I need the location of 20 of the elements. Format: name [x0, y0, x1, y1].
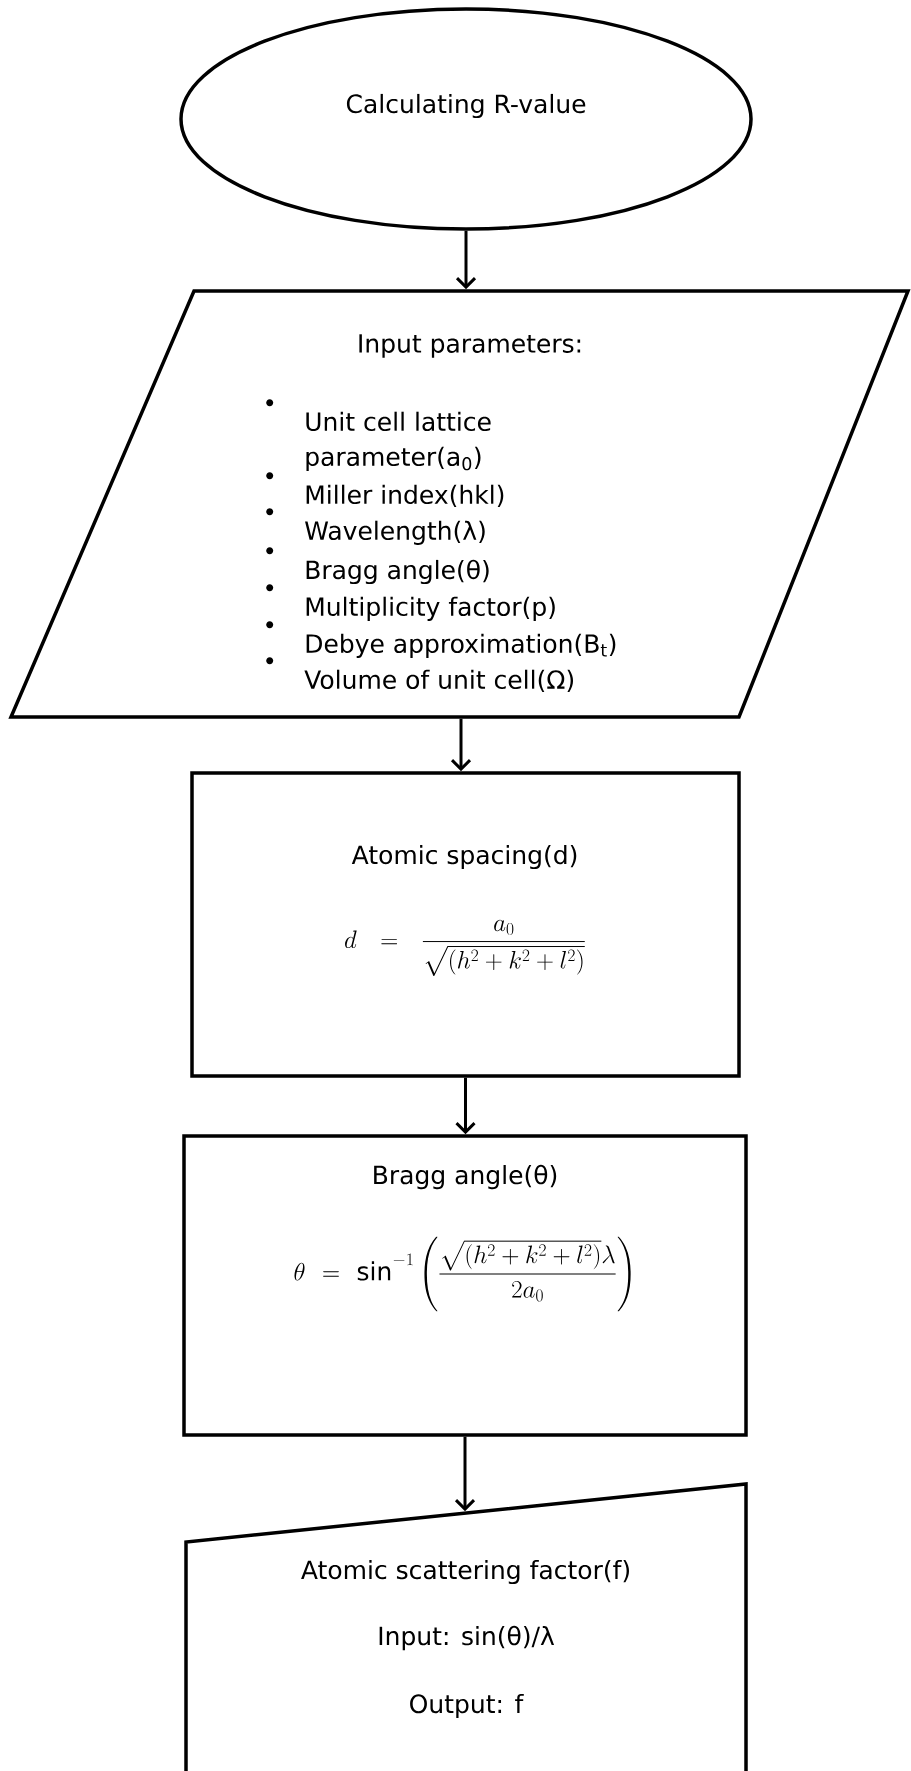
node-title: Atomic spacing(d) — [351, 844, 577, 870]
bullet-item: Bragg angle(θ) — [266, 547, 489, 585]
bullet-item: Volume of unit cell(Ω) — [266, 657, 574, 692]
arrow — [455, 1077, 476, 1135]
node-text: Input: sin(θ)/λ — [379, 1625, 555, 1651]
bullet-item: Multiplicity factor(p) — [266, 584, 555, 621]
node-title: Calculating R-value — [346, 93, 586, 119]
bullet-item: Miller index(hkl) — [266, 472, 504, 507]
node-title: Atomic scattering factor(f) — [301, 1559, 629, 1585]
arrow — [450, 718, 472, 772]
node-title: Input parameters: — [359, 334, 581, 358]
node-text: Output: f — [410, 1693, 524, 1719]
bullet-item: Debye approximation(B$_{t}$) — [266, 621, 616, 658]
bullet-item: Unit cell lattice parameter(a$_{0}$) — [266, 399, 491, 471]
formula: $d = \frac{a_0}{\sqrt{(h^2+k^2+l^2)}}$ — [345, 919, 585, 976]
bullet-item: Wavelength(λ) — [266, 508, 485, 545]
node-title: Bragg angle(θ) — [374, 1164, 557, 1190]
arrow — [455, 230, 477, 290]
formula: $\theta = \sin^{-1}\left(\frac{\sqrt{(h^2+k^2+l^2)}\lambda}{2a_0}\right)$ — [294, 1236, 631, 1312]
arrow — [454, 1436, 476, 1512]
